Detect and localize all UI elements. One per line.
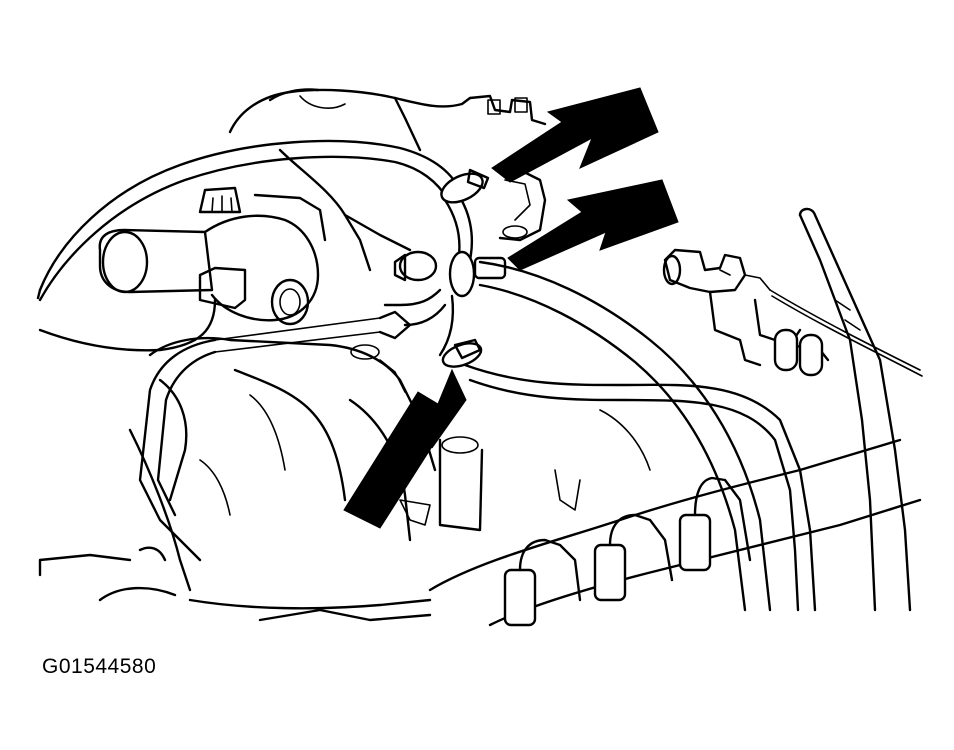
- plug-wires: [430, 440, 920, 625]
- hose-clamp-upper: [437, 168, 488, 208]
- upper-right-arrow-icon: [492, 88, 658, 182]
- intake-manifold: [40, 338, 435, 600]
- figure-code: G01544580: [42, 655, 157, 678]
- upper-vacuum-hose: [38, 141, 488, 300]
- lower-left-arrow-icon: [344, 370, 466, 528]
- engine-hose-illustration: [0, 0, 954, 640]
- middle-right-arrow-icon: [508, 180, 678, 270]
- throttle-body: [100, 188, 325, 324]
- intake-housing: [230, 89, 545, 270]
- engine-block-lower: [190, 410, 650, 620]
- right-bracket: [800, 209, 910, 610]
- long-vacuum-hose: [465, 262, 815, 610]
- center-hose-junction: [385, 252, 505, 371]
- right-sensor-assembly: [664, 250, 922, 376]
- wire-harness: [40, 300, 410, 560]
- callout-arrows: [344, 88, 678, 528]
